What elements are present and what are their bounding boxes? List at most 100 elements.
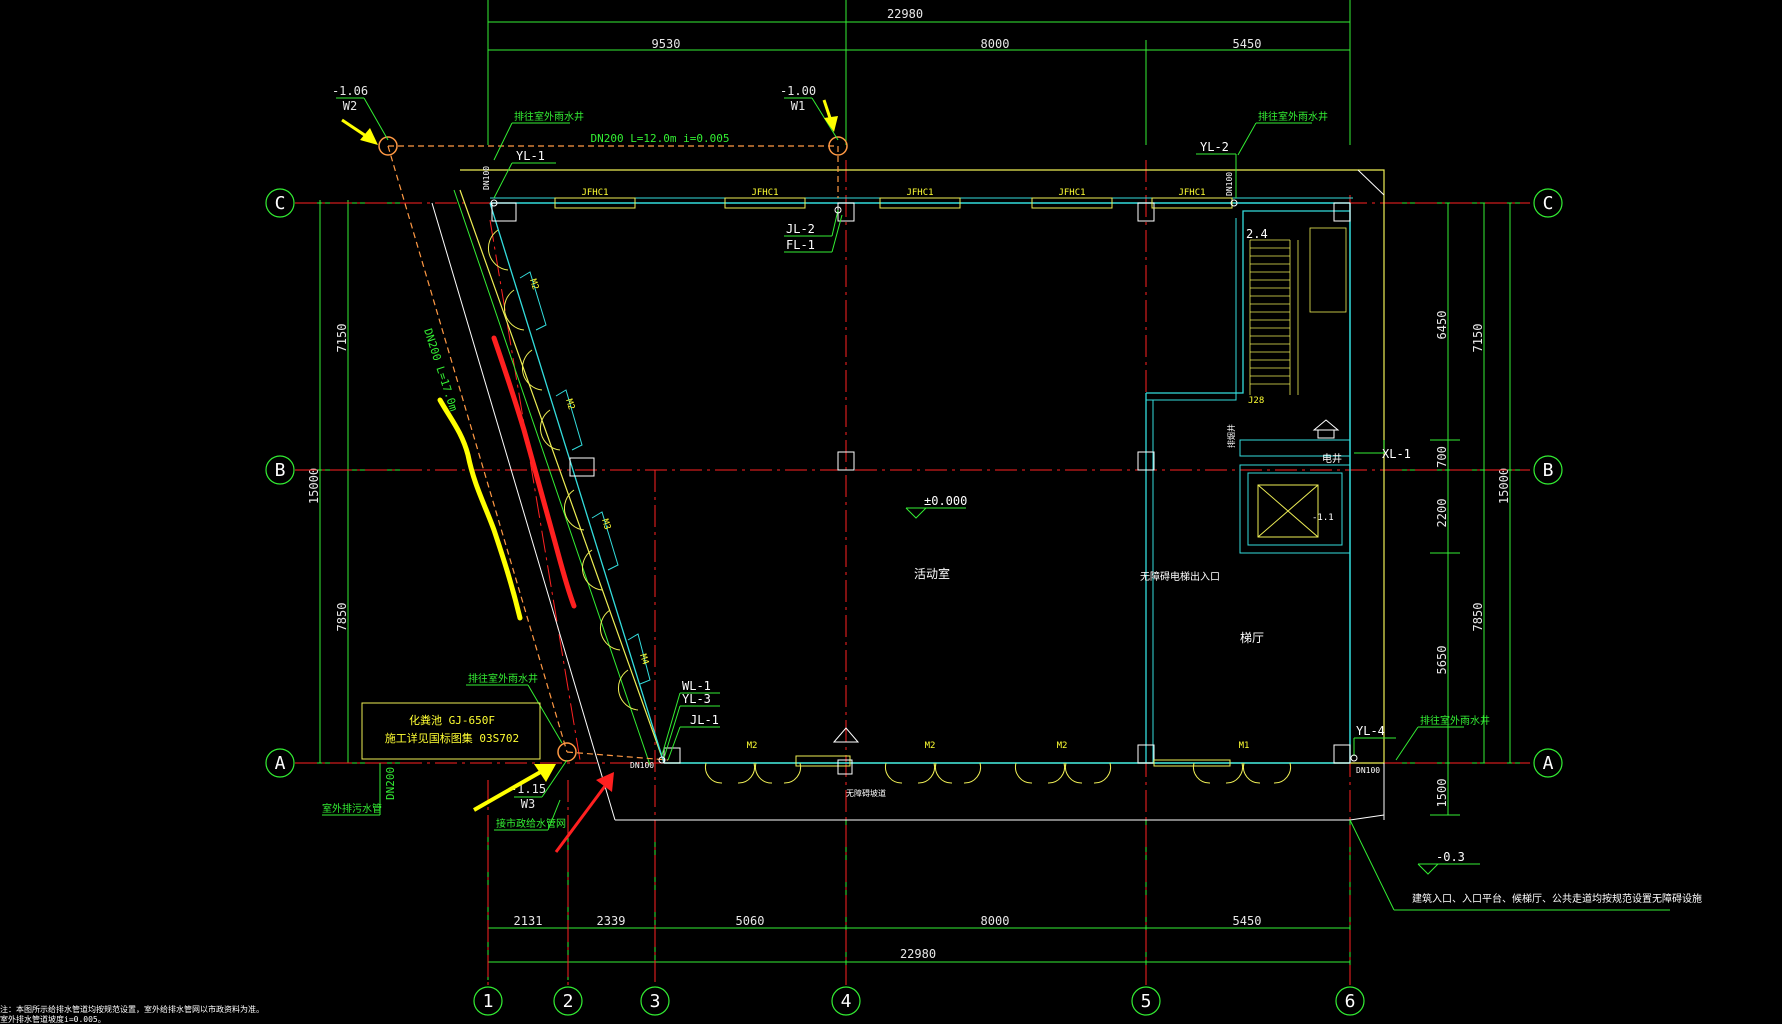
- door-label-m2-diag: M2: [563, 398, 576, 411]
- dim-right-seg-2: 7850: [1471, 603, 1485, 632]
- callout-rain-well-top-left: 排往室外雨水井: [514, 110, 584, 123]
- dim-top-total: 22980: [887, 7, 923, 21]
- diagonal-wall-doors: [488, 229, 639, 711]
- dim-bottom-seg-1: 2131: [514, 914, 543, 928]
- callout-leaders: [322, 122, 1464, 831]
- riser-yl4: YL-4: [1356, 724, 1385, 738]
- axis-label-a-left: A: [275, 753, 286, 774]
- callout-rain-well-top-right: 排往室外雨水井: [1258, 110, 1328, 123]
- door-label-bottom-2: M2: [925, 741, 936, 751]
- stair-treads: [1249, 227, 1347, 395]
- room-activity: 活动室: [914, 566, 950, 581]
- riser-yl3: YL-3: [682, 692, 711, 706]
- top-windows: [554, 197, 1233, 209]
- top-dimension-chain: [487, 0, 1351, 145]
- riser-symbols: [490, 199, 1358, 764]
- door-label-m4-diag: M4: [637, 653, 650, 666]
- red-arrow-dn100: [554, 772, 614, 853]
- dim-bottom-seg-2: 2339: [597, 914, 626, 928]
- axis-label-a-right: A: [1543, 753, 1554, 774]
- riser-fl1: FL-1: [786, 238, 815, 252]
- axis-label-2: 2: [563, 991, 574, 1012]
- pipe-label-top: DN200 L=12.0m i=0.005: [590, 132, 729, 145]
- window-label-3: JFHC1: [906, 188, 933, 198]
- stair-code: J28: [1248, 396, 1264, 406]
- dim-bottom-seg-4: 8000: [981, 914, 1010, 928]
- window-label-2: JFHC1: [751, 188, 778, 198]
- pipe-label-left-vertical: DN200: [384, 767, 397, 800]
- dim-left-total: 15000: [307, 468, 321, 504]
- riser-jl2: JL-2: [786, 222, 815, 236]
- marker-yellow-stroke: [437, 397, 523, 621]
- note-bottom-line-1: 注：本图所示给排水管道均按规范设置，室外给排水管网以市政资料为准。: [0, 1004, 264, 1014]
- elevator-shaft: [1257, 484, 1319, 538]
- elevator-mark: -1.1: [1312, 513, 1334, 523]
- level-main-floor: ±0.000: [924, 494, 967, 508]
- axis-label-5: 5: [1141, 991, 1152, 1012]
- well-w1-name: W1: [791, 99, 805, 113]
- room-vertical-label: 排烟井: [1226, 424, 1236, 448]
- room-ramp-sign: 无障碍坡道: [846, 788, 886, 798]
- callout-rain-well-bottom-right: 排往室外雨水井: [1420, 714, 1490, 727]
- septic-tank-box: [361, 702, 541, 760]
- callout-rain-well-bottom-left: 排往室外雨水井: [468, 672, 538, 685]
- door-label-bottom-1: M2: [747, 741, 758, 751]
- diagonal-wall-cyan-strips: [519, 271, 651, 685]
- yellow-arrow-w2: [341, 118, 378, 145]
- pipe-dn100-top-left: DN100: [482, 166, 491, 190]
- riser-jl1: JL-1: [690, 713, 719, 727]
- stair-level: 2.4: [1246, 227, 1268, 241]
- bottom-wall-doors: [705, 755, 1291, 784]
- axis-label-c-right: C: [1543, 193, 1554, 214]
- dim-right-seg-1: 7150: [1471, 324, 1485, 353]
- septic-tank-line-2: 施工详见国标图集 03S702: [385, 731, 519, 745]
- axis-label-6: 6: [1345, 991, 1356, 1012]
- well-w1-level: -1.00: [780, 84, 816, 98]
- marker-red-stroke: [491, 335, 577, 609]
- axis-label-b-left: B: [275, 460, 286, 481]
- room-hall: 梯厅: [1240, 631, 1264, 645]
- dim-right-inner-5: 1500: [1435, 779, 1449, 808]
- well-w3-name: W3: [521, 797, 535, 811]
- dim-top-seg-1: 9530: [652, 37, 681, 51]
- pipe-dn100-bottom-left: DN100: [630, 761, 654, 770]
- door-label-bottom-3: M2: [1057, 741, 1068, 751]
- door-label-m3-diag: M3: [599, 518, 612, 531]
- dim-right-inner-2: 700: [1435, 446, 1449, 468]
- manholes: [378, 136, 848, 762]
- room-elevator-exit: 无障碍电梯出入口: [1140, 570, 1220, 583]
- yellow-arrow-w3: [473, 764, 556, 812]
- axis-label-1: 1: [483, 991, 494, 1012]
- axis-label-b-right: B: [1543, 460, 1554, 481]
- axis-bubbles-columns: [473, 986, 1365, 1016]
- building-outline: [431, 169, 1385, 821]
- dim-bottom-seg-5: 5450: [1233, 914, 1262, 928]
- pipe-dn100-top-right: DN100: [1225, 172, 1234, 196]
- axis-label-4: 4: [841, 991, 852, 1012]
- door-label-bottom-4: M1: [1239, 741, 1250, 751]
- septic-tank-line-1: 化粪池 GJ-650F: [409, 713, 495, 727]
- window-label-4: JFHC1: [1058, 188, 1085, 198]
- room-shaft: 电井: [1322, 452, 1342, 465]
- note-accessibility: 建筑入口、入口平台、候梯厅、公共走道均按规范设置无障碍设施: [1412, 892, 1702, 905]
- axis-lines: [295, 160, 1530, 985]
- level-markers: [905, 507, 1670, 911]
- window-label-1: JFHC1: [581, 188, 608, 198]
- dim-top-seg-3: 5450: [1233, 37, 1262, 51]
- axis-label-3: 3: [650, 991, 661, 1012]
- well-w2-level: -1.06: [332, 84, 368, 98]
- well-w2-name: W2: [343, 99, 357, 113]
- dim-top-seg-2: 8000: [981, 37, 1010, 51]
- callout-sewage-pipe: 室外排污水管: [322, 802, 382, 815]
- door-label-m1-diag: M2: [527, 278, 540, 291]
- axis-bubbles-rows: [265, 188, 1563, 778]
- drainage-pipes: [387, 145, 839, 761]
- riser-leaders: [493, 153, 1396, 761]
- riser-wl1: WL-1: [682, 679, 711, 693]
- equipment-symbols: [832, 419, 1340, 775]
- riser-yl2: YL-2: [1200, 140, 1229, 154]
- dim-right-inner-3: 2200: [1435, 499, 1449, 528]
- window-label-5: JFHC1: [1178, 188, 1205, 198]
- dim-bottom-seg-3: 5060: [736, 914, 765, 928]
